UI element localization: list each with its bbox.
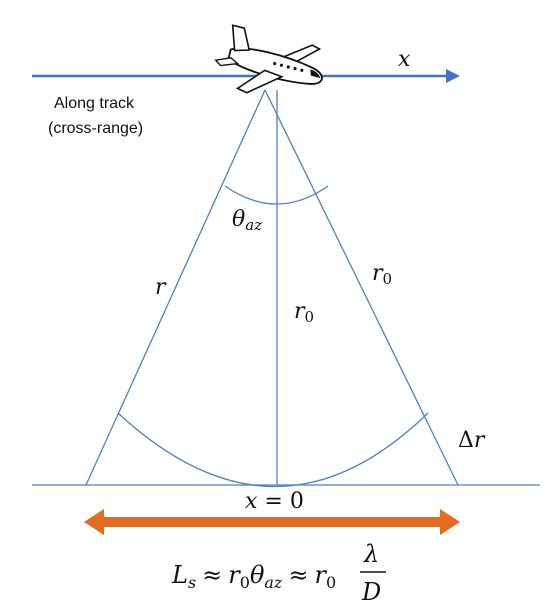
svg-text:Ls≈r0θaz≈r0: Ls≈r0θaz≈r0 [171,561,336,592]
r-left-label: r [155,275,167,300]
r0-nadir-label: r0 [294,299,314,326]
theta-arc [224,185,329,205]
x-origin-label: x = 0 [245,489,304,514]
airplane-icon [214,24,323,94]
beam-right-edge [264,89,459,486]
aperture-length-formula: Ls≈r0θaz≈r0 λ D [171,540,386,606]
formula-D: D [361,578,381,606]
along-track-arrowhead [446,69,460,83]
delta-r-label: Δr [458,428,486,453]
along-track-label: Along track [54,95,135,112]
r0-right-label: r0 [372,261,392,288]
cross-range-label: (cross-range) [48,120,143,137]
theta-az-label: θaz [232,207,262,234]
range-arc [117,412,429,488]
formula-lambda: λ [363,540,379,568]
beam-left-edge [85,89,266,486]
aperture-span-arrow [84,509,460,535]
x-axis-label: x [398,47,411,72]
